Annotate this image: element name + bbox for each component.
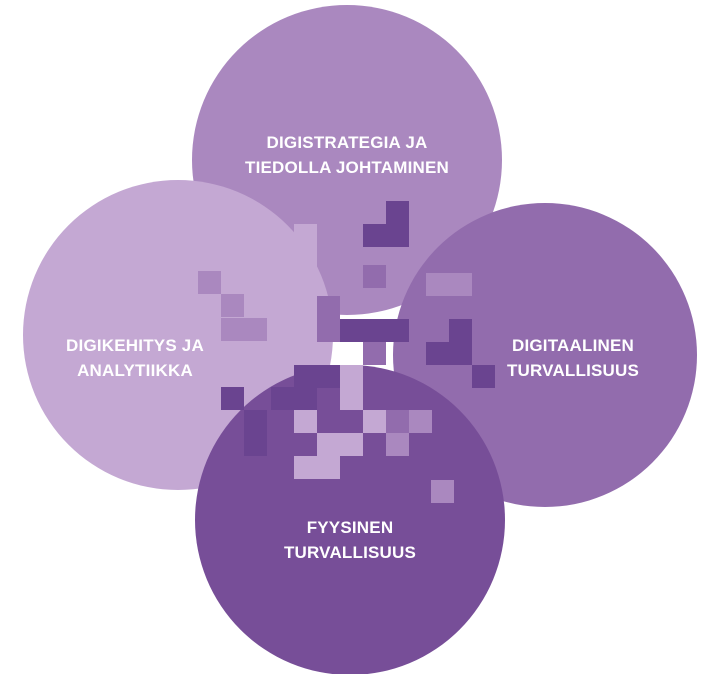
pixel-square [386,224,409,247]
pixel-square [449,319,472,342]
pixel-square [317,296,340,319]
pixel-square [363,410,386,433]
pixel-square [221,318,244,341]
label-bottom-line-1: FYYSINEN [306,518,394,537]
pixel-square [449,273,472,296]
label-bottom-line-2: TURVALLISUUS [283,543,417,562]
pixel-pattern [198,201,495,503]
pixel-square [449,342,472,365]
pixel-square [386,319,409,342]
pixel-square [426,342,449,365]
label-right-line-2: TURVALLISUUS [506,361,640,380]
pixel-square [386,201,409,224]
pixel-square [244,433,267,456]
pixel-square [340,433,363,456]
label-top-line-2: TIEDOLLA JOHTAMINEN [244,158,449,177]
label-left: DIGIKEHITYS JA ANALYTIIKKA [40,333,230,383]
label-top-line-1: DIGISTRATEGIA JA [266,133,428,152]
pixel-square [317,433,340,456]
pixel-square [317,319,340,342]
label-top: DIGISTRATEGIA JA TIEDOLLA JOHTAMINEN [212,130,482,180]
pixel-square [426,273,449,296]
pixel-square [340,365,363,388]
pixel-square [221,387,244,410]
pixel-square [340,319,363,342]
pixel-square [472,365,495,388]
pixel-square [294,365,317,388]
label-left-line-2: ANALYTIIKKA [77,361,193,380]
label-right: DIGITAALINEN TURVALLISUUS [478,333,668,383]
pixel-square [363,342,386,365]
pixel-square [406,296,429,319]
pixel-square [271,387,294,410]
pixel-square [294,247,317,270]
pixel-square [198,271,221,294]
pixel-square [409,410,432,433]
pixel-square [363,224,386,247]
pixel-square [271,247,294,270]
pixel-square [294,387,317,410]
pixel-square [363,319,386,342]
pixel-square [221,294,244,317]
circle-bottom [195,365,505,675]
pixel-square [386,410,409,433]
pixel-square [292,318,315,341]
pixel-square [363,265,386,288]
pixel-square [317,456,340,479]
pixel-square [340,387,363,410]
pixel-square [294,410,317,433]
pixel-square [386,433,409,456]
label-right-line-1: DIGITAALINEN [511,336,635,355]
pixel-square [294,456,317,479]
pixel-square [294,224,317,247]
pixel-square [244,318,267,341]
label-left-line-1: DIGIKEHITYS JA [66,336,204,355]
label-bottom: FYYSINEN TURVALLISUUS [255,515,445,565]
pixel-square [244,410,267,433]
pixel-square [431,480,454,503]
pixel-square [317,365,340,388]
